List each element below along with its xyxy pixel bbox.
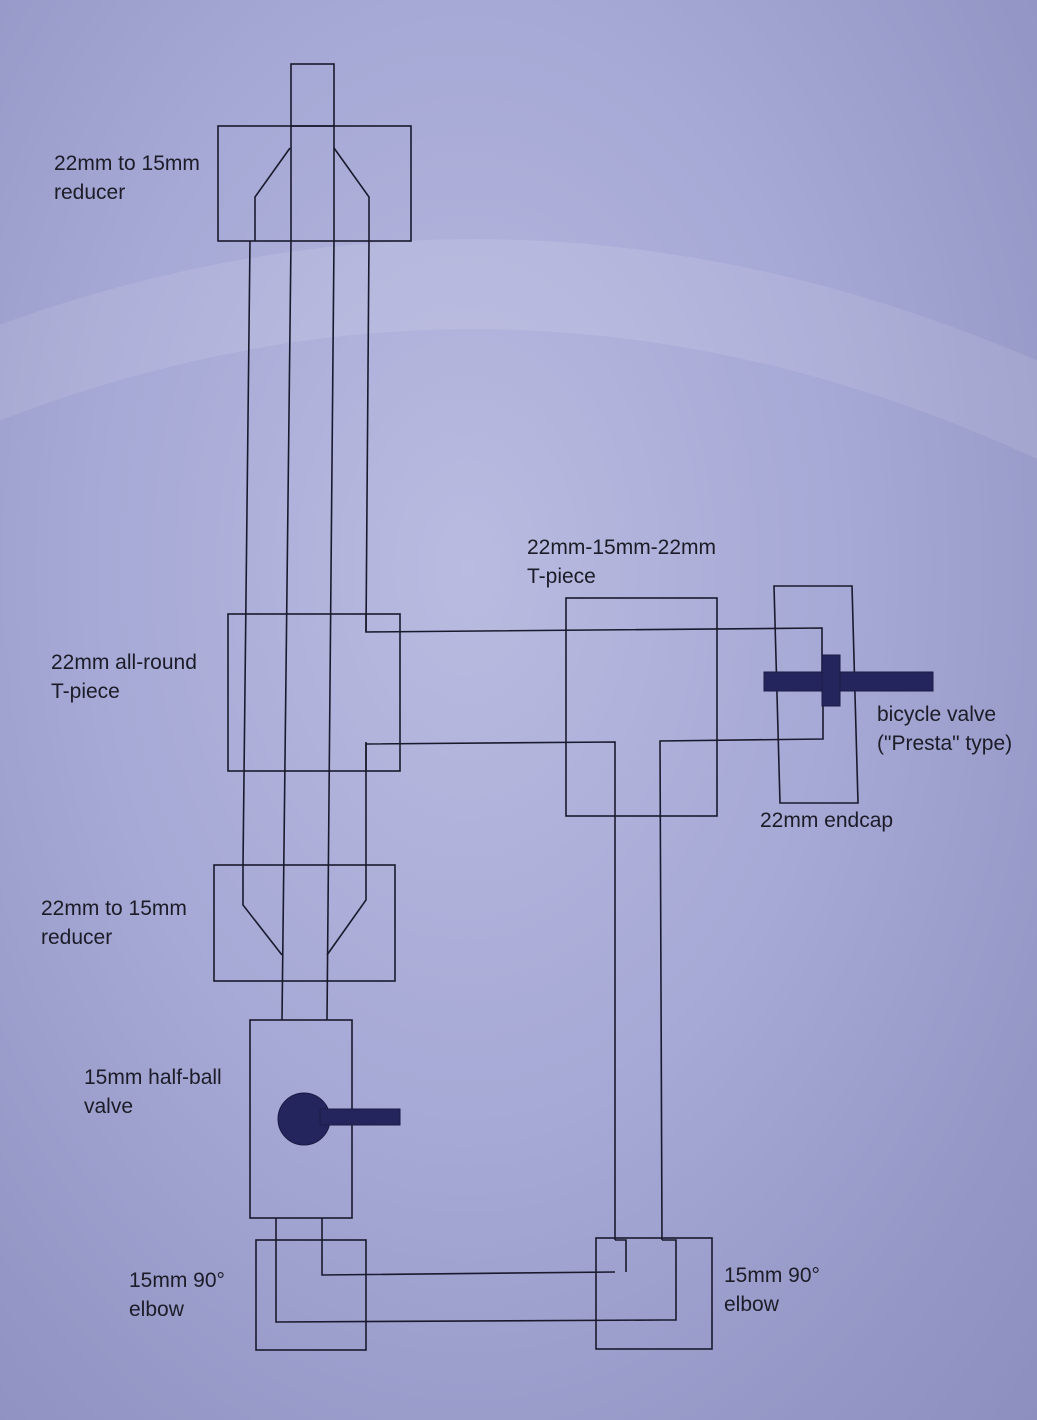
lower-reducer — [213, 864, 396, 982]
endcap — [773, 585, 859, 804]
bicycle-valve-icon — [763, 654, 934, 707]
half-ball-valve — [249, 1019, 401, 1240]
horizontal-branch-pipe — [365, 614, 824, 1241]
top-stub-pipe — [290, 63, 335, 127]
valve-handle-lever-icon — [319, 1108, 401, 1126]
main-vertical-pipe — [242, 240, 370, 1021]
label-left-elbow: 15mm 90°elbow — [129, 1269, 225, 1321]
all-round-t-piece — [227, 613, 401, 772]
top-reducer — [217, 125, 412, 242]
label-endcap: 22mm endcap — [760, 809, 894, 832]
right-elbow — [595, 1237, 713, 1350]
label-bicycle-valve: bicycle valve("Presta" type) — [877, 703, 1013, 755]
background-shading — [0, 239, 1037, 459]
label-right-elbow: 15mm 90°elbow — [724, 1264, 820, 1316]
left-elbow — [255, 1239, 663, 1351]
reducing-t-piece — [565, 597, 718, 817]
